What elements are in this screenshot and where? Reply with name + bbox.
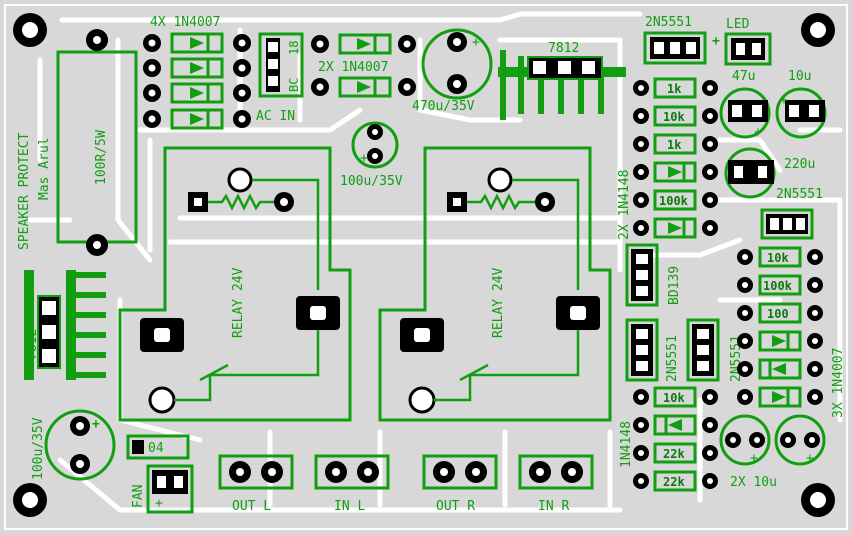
led-plus: + — [712, 34, 720, 49]
fan-code: 04 — [148, 441, 164, 456]
transistor-top-label: 2N5551 — [645, 15, 692, 30]
transistor-low: 2N5551 — [625, 318, 680, 382]
cap-10u-2x-label: 2X 10u — [730, 475, 777, 490]
cap-100u: + 100u/35V — [340, 121, 403, 189]
relay-left: RELAY 24V — [118, 146, 352, 422]
out-l-label: OUT L — [232, 499, 271, 514]
res-mid-2: 100 — [767, 307, 789, 321]
in-r-label: IN R — [538, 499, 569, 514]
relay-right-label: RELAY 24V — [491, 267, 506, 338]
bridge-diodes: 4X 1N4007 — [143, 15, 251, 130]
led: LED + — [712, 17, 772, 66]
c10-plus: + — [780, 93, 788, 108]
res-low-0: 10k — [663, 391, 685, 405]
ac-in-connector: BC 18 AC IN — [256, 32, 304, 124]
regulator-left: 7812 — [24, 270, 106, 380]
cap-220u-label: 220u — [784, 157, 815, 172]
c47-plus: + — [754, 125, 762, 140]
main-capacitor: + 470u/35V — [412, 28, 493, 114]
res-top-0: 1k — [667, 82, 682, 96]
power-resistor: 100R/5W — [56, 29, 138, 256]
cap-100u-label: 100u/35V — [340, 174, 403, 189]
caps-bottom-right: + + 2X 10u — [719, 414, 826, 490]
diode-1n4148b-label: 1N4148 — [619, 421, 634, 468]
mounting-holes — [13, 13, 835, 517]
main-capacitor-label: 470u/35V — [412, 99, 475, 114]
c100-plus: + — [360, 151, 368, 166]
regulator-top: 7812 — [498, 41, 626, 120]
transistor-mid-label: 2N5551 — [776, 187, 823, 202]
cap-220u: 220u — [724, 147, 815, 199]
power-resistor-label: 100R/5W — [94, 130, 109, 185]
res-mid-0: 10k — [767, 251, 789, 265]
fan-plus: + — [155, 496, 163, 511]
ac-in-label: AC IN — [256, 109, 295, 124]
c10b-plus-b: + — [806, 451, 814, 466]
out-l-connector: OUT L — [218, 454, 294, 514]
transistor-low-2: 2N5551 — [686, 318, 744, 382]
board-author: Mas Arul — [37, 137, 52, 200]
bridge-code: BC — [287, 78, 301, 92]
cap-47u-label: 47u — [732, 69, 755, 84]
fan-label: FAN — [131, 485, 146, 508]
board-title: SPEAKER PROTECT — [17, 132, 32, 250]
regulator-left-label: 7812 — [25, 329, 40, 360]
transistor-top: 2N5551 — [643, 15, 707, 65]
cap-left: + 100u/35V — [31, 409, 116, 481]
regulator-top-label: 7812 — [548, 41, 579, 56]
res-top-3: 100k — [659, 194, 689, 208]
diodes-top-label: 4X 1N4007 — [150, 15, 220, 30]
in-l-label: IN L — [334, 499, 365, 514]
in-l-connector: IN L — [314, 454, 390, 514]
bd139: BD139 — [625, 243, 682, 307]
resistor-column-top: 1k 10k 1k 100k 2X 1N4148 — [617, 77, 718, 240]
cap-10u-label: 10u — [788, 69, 811, 84]
resistor-column-mid: 10k 100k 100 3X 1N4007 — [737, 246, 846, 418]
out-r-label: OUT R — [436, 499, 475, 514]
caps-top-right: 47u 10u + + — [719, 69, 827, 140]
transistor-low-label: 2N5551 — [665, 335, 680, 382]
c10b-plus-a: + — [750, 451, 758, 466]
res-low-2: 22k — [663, 475, 685, 489]
led-label: LED — [726, 17, 750, 32]
bridge-number: 18 — [287, 41, 301, 55]
out-r-connector: OUT R — [422, 454, 498, 514]
cap-left-plus: + — [92, 417, 100, 432]
board-outline — [4, 4, 848, 530]
res-mid-1: 100k — [763, 279, 793, 293]
in-r-connector: IN R — [518, 454, 594, 514]
diode-1n4148-label: 2X 1N4148 — [617, 170, 632, 240]
relay-right: RELAY 24V — [378, 146, 612, 422]
cap-left-label: 100u/35V — [31, 417, 46, 480]
resistor-column-low: 10k 22k 22k 1N4148 — [619, 386, 718, 492]
fan-connector: 04 + FAN — [126, 434, 194, 514]
plus-mark: + — [472, 35, 480, 50]
res-top-2: 1k — [667, 138, 682, 152]
res-top-1: 10k — [663, 110, 685, 124]
transistor-mid: 2N5551 — [760, 187, 823, 240]
diode-1n4007-3x-label: 3X 1N4007 — [831, 348, 846, 418]
relay-left-label: RELAY 24V — [231, 267, 246, 338]
res-low-1: 22k — [663, 447, 685, 461]
bd139-label: BD139 — [667, 266, 682, 305]
diodes-mid: 2X 1N4007 — [311, 33, 416, 98]
diodes-mid-label: 2X 1N4007 — [318, 60, 388, 75]
